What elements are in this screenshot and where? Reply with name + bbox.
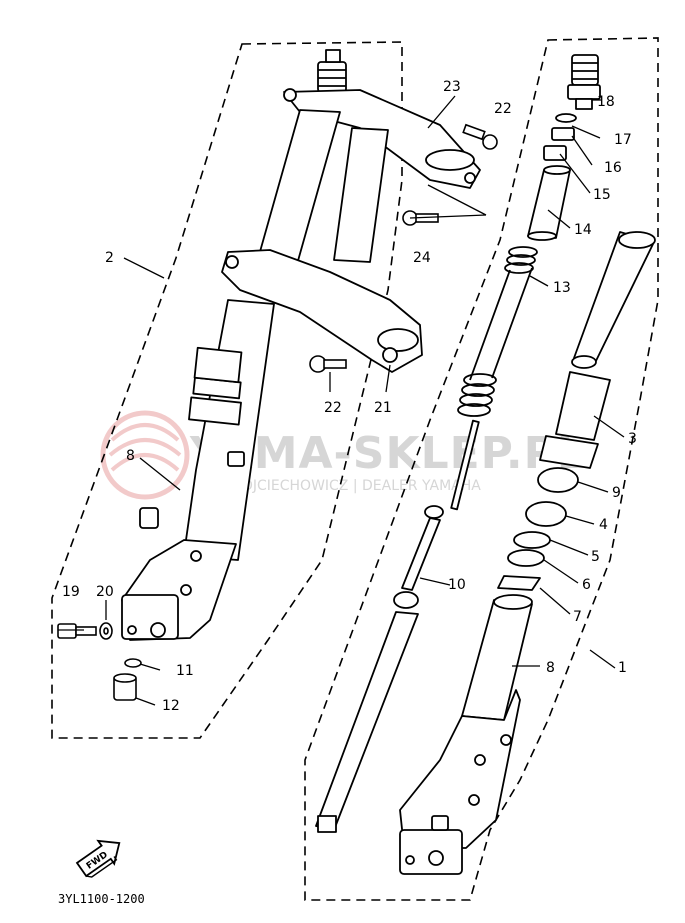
cap-bolt-18 [567, 54, 601, 110]
bolt-22-upper [462, 123, 498, 150]
callout-8-left: 8 [126, 448, 135, 464]
callout-12: 12 [162, 698, 180, 714]
callout-15: 15 [593, 187, 611, 203]
diagram-code: 3YL1100-1200 [58, 892, 145, 906]
spacer-15 [543, 145, 567, 161]
steering-stem-top [317, 49, 347, 93]
fwd-arrow: FWD [75, 839, 121, 878]
inner-tube-3 [573, 231, 655, 366]
lower-bracket [221, 249, 423, 373]
callout-6: 6 [582, 577, 591, 593]
washer-20 [99, 622, 113, 640]
callout-14: 14 [574, 222, 592, 238]
ring-9 [537, 467, 579, 493]
callout-22-lower: 22 [324, 400, 342, 416]
callout-21: 21 [374, 400, 392, 416]
callout-5: 5 [591, 549, 600, 565]
callout-23: 23 [443, 79, 461, 95]
callout-18: 18 [597, 94, 615, 110]
right-fork-assembly [315, 54, 656, 875]
callout-24: 24 [413, 250, 431, 266]
lower-leg-right [399, 689, 521, 849]
callout-7: 7 [573, 609, 582, 625]
left-assembly-boundary [51, 41, 403, 739]
outer-tube-8 [461, 599, 533, 721]
o-ring-17 [555, 113, 577, 123]
callout-numbers: 23 22 24 2 22 21 8 19 20 11 12 18 17 16 … [62, 79, 637, 714]
bolt-19 [57, 623, 97, 639]
callout-10: 10 [448, 577, 466, 593]
callout-19: 19 [62, 584, 80, 600]
callout-4: 4 [599, 517, 608, 533]
bushing-6 [507, 549, 545, 567]
callout-11: 11 [176, 663, 194, 679]
callout-20: 20 [96, 584, 114, 600]
callout-16: 16 [604, 160, 622, 176]
callout-2: 2 [105, 250, 114, 266]
spring-13 [457, 246, 538, 417]
inner-tube-right [333, 127, 389, 263]
bolt-12 [113, 673, 137, 701]
nut-16 [551, 127, 575, 141]
callout-13: 13 [553, 280, 571, 296]
callout-22-upper: 22 [494, 101, 512, 117]
left-fork-assembly [121, 49, 481, 641]
collar-14 [527, 169, 571, 239]
callout-3: 3 [628, 431, 637, 447]
leader-lines [58, 95, 625, 706]
bolt-22-lower [309, 355, 347, 373]
right-assembly-boundary [304, 37, 659, 901]
washer-5 [513, 531, 551, 549]
clip-7 [497, 575, 541, 591]
watermark-logo [100, 410, 190, 500]
watermark-subtitle: WOJCIECHOWICZ | DEALER YAMAHA [228, 478, 481, 494]
callout-9: 9 [612, 485, 621, 501]
seal-4 [525, 501, 567, 527]
washer-11 [124, 658, 142, 668]
callout-1: 1 [618, 660, 627, 676]
damper-rod-10 [315, 419, 480, 833]
watermark: YAMA-SKLEP.PL WOJCIECHOWICZ | DEALER YAM… [100, 410, 585, 500]
callout-17: 17 [614, 132, 632, 148]
callout-8-right: 8 [546, 660, 555, 676]
dust-seal-3 [555, 371, 611, 441]
